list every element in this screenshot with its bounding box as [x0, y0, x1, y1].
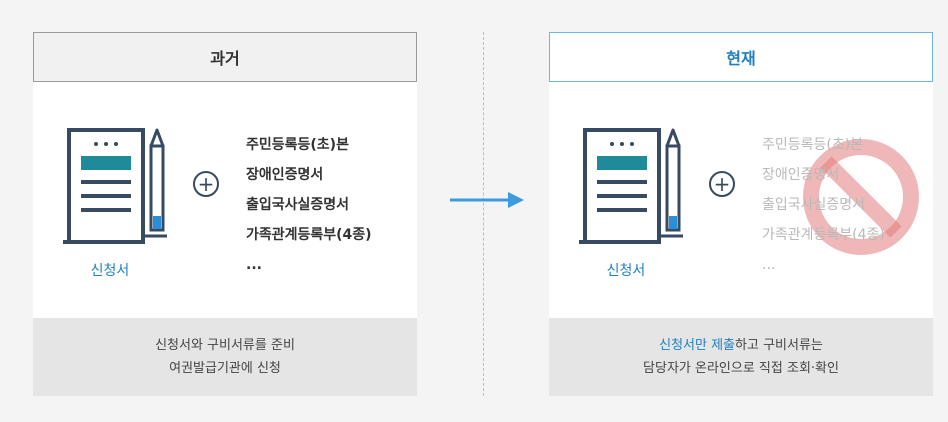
application-form-with-pen-icon: [63, 128, 167, 244]
present-panel: 현재 신청서 + 주민등록등(초)본 장애인증명서 출입국사실증명서: [549, 32, 933, 396]
present-panel-footer: 신청서만 제출하고 구비서류는 담당자가 온라인으로 직접 조회·확인: [549, 318, 933, 396]
list-item: ...: [246, 257, 262, 273]
circled-plus-icon: +: [193, 171, 219, 197]
list-item: ...: [762, 257, 776, 273]
footer-line-1-rest: 하고 구비서류는: [735, 338, 823, 353]
past-panel-footer: 신청서와 구비서류를 준비 여권발급기관에 신청: [33, 318, 417, 396]
footer-line-1: 신청서와 구비서류를 준비: [155, 338, 295, 353]
past-panel: 과거 신청서 + 주민등록등(초)본 장애인증명서 출입국사실증명서 가족관계등…: [33, 32, 417, 396]
no-sign-icon: [803, 139, 919, 255]
past-panel-body: 신청서 + 주민등록등(초)본 장애인증명서 출입국사실증명서 가족관계등록부(…: [33, 82, 417, 318]
list-item: 가족관계등록부(4종): [762, 227, 885, 243]
required-documents-list: 주민등록등(초)본 장애인증명서 출입국사실증명서 가족관계등록부(4종) ..…: [762, 130, 885, 280]
dashed-divider: [483, 32, 484, 396]
list-item: 출입국사실증명서: [246, 197, 350, 213]
past-panel-title: 과거: [33, 32, 417, 82]
footer-line-2: 여권발급기관에 신청: [169, 361, 281, 376]
circled-plus-icon: +: [709, 171, 735, 197]
list-item: 출입국사실증명서: [762, 197, 866, 213]
application-form-with-pen-icon: [579, 128, 683, 244]
required-documents-list: 주민등록등(초)본 장애인증명서 출입국사실증명서 가족관계등록부(4종) ..…: [246, 130, 372, 280]
footer-line-1: 신청서만 제출하고 구비서류는: [659, 334, 823, 357]
present-panel-body: 신청서 + 주민등록등(초)본 장애인증명서 출입국사실증명서 가족관계등록부(…: [549, 82, 933, 318]
footer-highlight: 신청서만 제출: [659, 338, 736, 353]
list-item: 주민등록등(초)본: [246, 137, 349, 153]
list-item: 장애인증명서: [762, 167, 840, 183]
form-label: 신청서: [606, 263, 646, 279]
list-item: 가족관계등록부(4종): [246, 227, 372, 243]
right-arrow-icon: [450, 192, 524, 208]
list-item: 주민등록등(초)본: [762, 137, 864, 153]
list-item: 장애인증명서: [246, 167, 324, 183]
footer-line-2: 담당자가 온라인으로 직접 조회·확인: [643, 361, 839, 376]
form-label: 신청서: [90, 263, 130, 279]
present-panel-title: 현재: [549, 32, 933, 82]
